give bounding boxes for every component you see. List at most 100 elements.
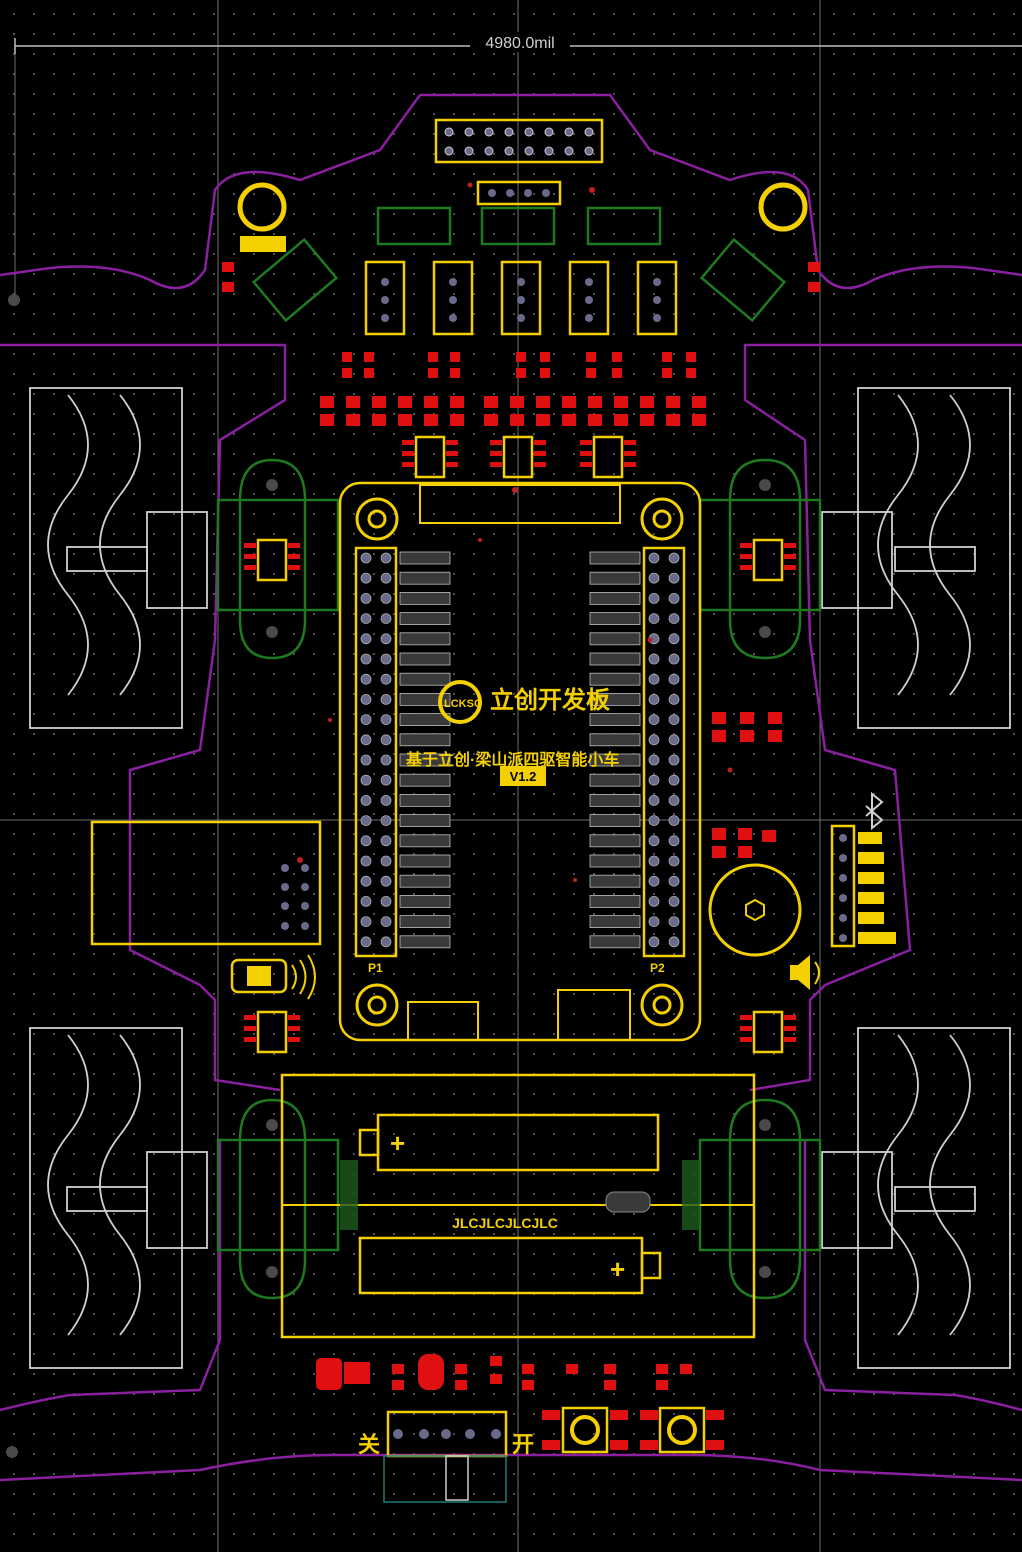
pin-label-block — [399, 733, 451, 747]
header-pin — [360, 936, 372, 948]
pin-label-block — [399, 794, 451, 807]
pin-label-block — [399, 693, 451, 706]
header-p1[interactable] — [354, 546, 398, 958]
pin-label-block — [589, 773, 641, 787]
battery-label: JLCJLCJLCJLC — [452, 1215, 558, 1231]
line-sensors[interactable] — [364, 260, 678, 336]
pin-label-block — [589, 571, 641, 585]
header-pin — [648, 552, 660, 564]
pin-label-block — [589, 874, 641, 888]
header-pin — [360, 855, 372, 867]
bluetooth-header[interactable] — [830, 824, 896, 948]
pin-label-block — [399, 935, 451, 949]
top-modules[interactable] — [251, 206, 787, 323]
pin-label-block — [589, 612, 641, 625]
lckfb-logo: LCKSC 立创开发板 基于立创·梁山派四驱智能小车 V1.2 — [405, 680, 619, 786]
pin-label-block — [399, 672, 451, 686]
header-pin — [380, 694, 392, 705]
header-pin — [380, 673, 392, 685]
bluetooth-icon — [865, 791, 884, 831]
left-side-module[interactable] — [90, 820, 322, 946]
header-pin — [648, 835, 660, 847]
battery-plus-top: + — [390, 1128, 405, 1158]
wheel-front-left[interactable] — [29, 387, 208, 729]
header-p2[interactable] — [642, 546, 686, 958]
header-pin — [380, 916, 392, 927]
pin-label-block — [399, 874, 451, 888]
header-pin — [668, 572, 680, 584]
header-pin — [380, 714, 392, 725]
header-pin — [360, 774, 372, 786]
battery-holder[interactable]: + + JLCJLCJLCJLC — [280, 1073, 756, 1339]
pin-label-block — [589, 733, 641, 747]
pin-label-block — [589, 551, 641, 565]
header-pin — [648, 875, 660, 887]
header-pin — [648, 795, 660, 806]
header-pin — [360, 815, 372, 826]
pin-label-block — [589, 592, 641, 605]
wheel-front-right[interactable] — [821, 387, 1011, 729]
dev-board-footprint[interactable]: P1 P2 — [338, 481, 702, 1042]
resistor-array[interactable] — [222, 262, 820, 426]
header-pin — [380, 593, 392, 604]
header-pin — [360, 875, 372, 887]
header-pin — [668, 795, 680, 806]
tactile-buttons[interactable] — [542, 1406, 724, 1454]
pin-label-block — [589, 834, 641, 848]
header-p2-label: P2 — [650, 961, 665, 975]
header-pin — [668, 815, 680, 826]
pin-label-block — [589, 935, 641, 949]
light-sensor[interactable] — [230, 958, 288, 994]
pin-label-block — [589, 794, 641, 807]
motor-mounts[interactable] — [216, 458, 822, 1300]
pin-label-block — [399, 814, 451, 827]
header-pin — [380, 572, 392, 584]
dimension-line[interactable]: 4980.0mil — [14, 32, 1022, 54]
header-pin — [360, 593, 372, 604]
board-outline[interactable] — [0, 93, 1022, 1482]
header-pin — [668, 754, 680, 766]
header-pin — [668, 694, 680, 705]
buzzer[interactable] — [708, 863, 802, 957]
header-pin — [668, 855, 680, 867]
pin-label-block — [589, 895, 641, 908]
motor-holes — [6, 294, 771, 1458]
header-p1-label: P1 — [368, 961, 383, 975]
header-pin — [668, 714, 680, 725]
pin-label-block — [589, 915, 641, 928]
wheel-rear-left[interactable] — [29, 1027, 208, 1369]
driver-chips[interactable] — [244, 435, 796, 1054]
bottom-components[interactable] — [316, 1354, 692, 1390]
top-header-connector[interactable] — [434, 118, 604, 206]
right-passives[interactable] — [712, 712, 782, 858]
pin-label-block — [589, 854, 641, 868]
header-pin — [360, 653, 372, 665]
header-pin — [360, 795, 372, 806]
header-pin — [360, 835, 372, 847]
header-pin — [380, 552, 392, 564]
power-switch[interactable]: 关 开 — [358, 1410, 534, 1503]
led-label-left — [240, 236, 286, 252]
pin-label-block — [399, 773, 451, 787]
pin-label-block — [589, 693, 641, 706]
header-pin — [668, 653, 680, 665]
board-title: 基于立创·梁山派四驱智能小车 — [405, 750, 619, 769]
header-pin — [648, 734, 660, 746]
corner-leds[interactable] — [237, 182, 808, 232]
header-pin — [380, 734, 392, 746]
header-pin — [360, 694, 372, 705]
header-pin — [360, 572, 372, 584]
header-pin — [360, 896, 372, 907]
header-pin — [360, 633, 372, 645]
logo-brand: LCKSC — [444, 698, 482, 710]
header-pin — [668, 633, 680, 645]
wheel-rear-right[interactable] — [821, 1027, 1011, 1369]
header-pin — [648, 916, 660, 927]
pin-label-block — [399, 551, 451, 565]
battery-plus-bottom: + — [610, 1254, 625, 1284]
pin-label-block — [399, 592, 451, 605]
header-pin — [648, 694, 660, 705]
pin-label-block — [399, 854, 451, 868]
